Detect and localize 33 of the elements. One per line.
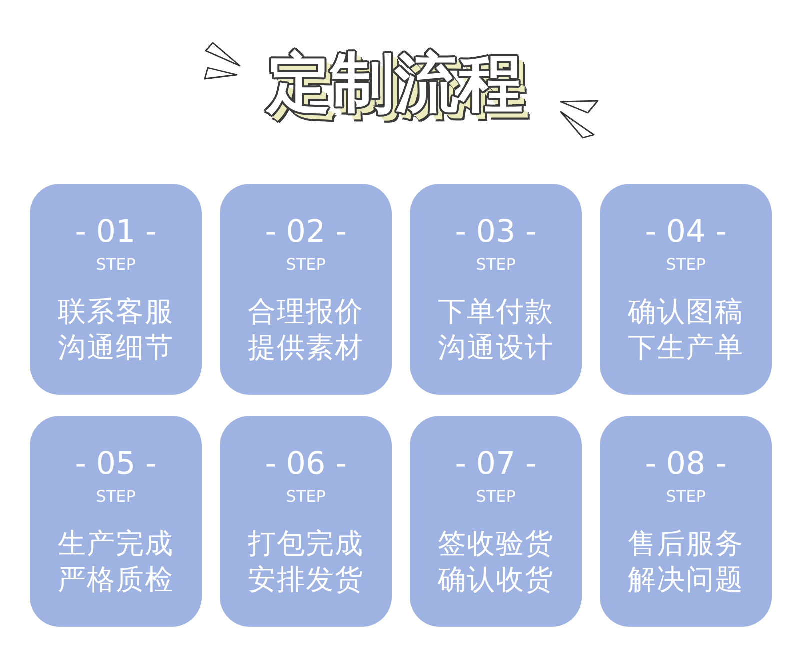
step-description: 签收验货确认收货: [437, 526, 555, 598]
step-label: STEP: [476, 255, 516, 275]
step-label: STEP: [666, 487, 706, 507]
step-label: STEP: [666, 255, 706, 275]
step-card: [410, 184, 582, 395]
step-label: STEP: [286, 487, 326, 507]
step-card: [410, 416, 582, 627]
step-number: - 06 -: [265, 446, 347, 482]
step-number: - 03 -: [455, 214, 537, 250]
step-number: - 01 -: [75, 214, 157, 250]
step-description: 生产完成严格质检: [57, 526, 175, 598]
step-card: [30, 184, 202, 395]
step-label: STEP: [476, 487, 516, 507]
step-description: 合理报价提供素材: [247, 294, 365, 366]
step-card: [220, 184, 392, 395]
step-label: STEP: [96, 487, 136, 507]
step-description: 确认图稿下生产单: [627, 294, 745, 366]
step-description: 售后服务解决问题: [627, 526, 745, 598]
step-card: [220, 416, 392, 627]
step-number: - 08 -: [645, 446, 727, 482]
step-label: STEP: [96, 255, 136, 275]
step-card: [30, 416, 202, 627]
step-card: [600, 184, 772, 395]
step-label: STEP: [286, 255, 326, 275]
step-description: 打包完成安排发货: [247, 526, 365, 598]
step-number: - 05 -: [75, 446, 157, 482]
step-description: 联系客服沟通细节: [57, 294, 175, 366]
step-card: [600, 416, 772, 627]
step-description: 下单付款沟通设计: [437, 294, 555, 366]
title-heading: 定制流程: [261, 42, 535, 134]
step-number: - 04 -: [645, 214, 727, 250]
step-number: - 02 -: [265, 214, 347, 250]
step-number: - 07 -: [455, 446, 537, 482]
